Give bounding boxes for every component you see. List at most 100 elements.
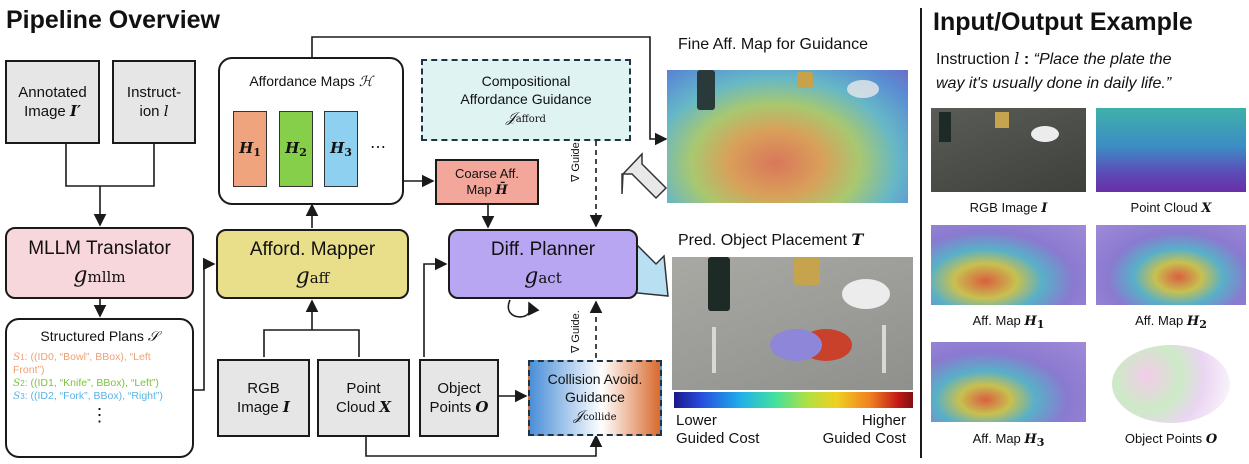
io-title: Input/Output Example [933, 8, 1193, 36]
point-cloud-box: Point Cloud X [317, 359, 410, 437]
annotated-line2: Image [24, 103, 66, 120]
example-caption-4: Aff. Map H2 [1135, 313, 1207, 331]
example-object-points [1112, 345, 1230, 423]
afford-guidance-var: 𝒥 [506, 109, 516, 126]
rgb-line1: RGB [247, 380, 280, 397]
pc-line1: Point [346, 380, 381, 397]
coarse-line2: Map [466, 181, 492, 197]
example-aff-map-3 [931, 342, 1086, 422]
example-rgb-image [931, 108, 1086, 192]
collision-sub: collide [583, 411, 617, 423]
example-aff-map-1 [931, 225, 1086, 305]
affordance-maps-title: Affordance Maps [249, 73, 355, 89]
example-caption-6: Object Points O [1124, 431, 1218, 447]
instruction-text-2: way it's usually done in daily life.” [936, 75, 1172, 92]
collision-line1: Collision Avoid. [547, 370, 643, 387]
coarse-line1: Coarse Aff. [454, 165, 520, 181]
bottle-shape [697, 70, 715, 110]
op-line1: Object [437, 380, 481, 397]
instruction-text-1: “Place the plate the [1033, 51, 1172, 68]
mllm-var: g [73, 263, 88, 288]
planner-sub: act [538, 269, 562, 287]
afford-guidance-line1: Compositional [481, 72, 571, 89]
example-point-cloud [1096, 108, 1246, 192]
afford-guidance-box: Compositional Affordance Guidance 𝒥affor… [421, 59, 631, 141]
instruction-prefix: Instruction [936, 51, 1010, 68]
collision-var: 𝒥 [573, 407, 584, 424]
object-points-box: Object Points O [419, 359, 499, 437]
afford-mapper-box: Afford. Mapper gaff [216, 229, 409, 299]
placement-image [672, 257, 913, 390]
instruction-colon: : [1023, 51, 1030, 68]
plans-ellipsis: ⋮ [90, 405, 109, 425]
afford-guidance-sub: afford [515, 113, 546, 125]
affordance-map-h3: H3 [324, 111, 358, 187]
mapper-sub: aff [309, 269, 330, 287]
io-instruction: Instruction l : “Place the plate the way… [936, 47, 1246, 96]
op-var: O [475, 398, 489, 416]
jar-shape [797, 72, 813, 88]
example-caption-1: RGB Image I [969, 200, 1048, 216]
instr-var: l [163, 102, 169, 120]
mllm-title: MLLM Translator [28, 238, 171, 259]
affordance-maps-ellipsis: ⋯ [370, 139, 386, 156]
instruction-box: Instruct- ion l [112, 60, 196, 144]
annotated-line1: Annotated [18, 84, 87, 101]
pc-var: X [379, 398, 391, 416]
instr-line1: Instruct- [126, 84, 182, 101]
bowl-shape [847, 80, 879, 98]
mllm-sub: mllm [87, 268, 126, 286]
op-line2: Points [429, 399, 472, 416]
example-caption-5: Aff. Map H3 [972, 431, 1045, 449]
planner-title: Diff. Planner [490, 239, 596, 260]
plan-item-2: S2: ((ID1, “Knife”, BBox), “Left”) [13, 377, 159, 389]
bottle-shape-2 [708, 257, 730, 311]
rgb-var: I [282, 398, 290, 416]
jar-shape-2 [794, 257, 820, 285]
structured-plans-box: Structured Plans 𝒮 S1: ((ID0, “Bowl”, BB… [5, 318, 194, 458]
coarse-var: H̄ [495, 182, 508, 198]
fork-shape [712, 327, 716, 373]
pc-line2: Cloud [335, 399, 376, 416]
annotated-image-box: Annotated Image I′ [5, 60, 100, 144]
planner-var: g [524, 264, 539, 289]
affordance-map-h2: H2 [279, 111, 313, 187]
instruction-var: l [1014, 49, 1020, 68]
affordance-maps-box: Affordance Maps ℋ H1 H2 H3 ⋯ [218, 57, 404, 205]
example-aff-map-2 [1096, 225, 1246, 305]
collision-guidance-box: Collision Avoid. Guidance 𝒥collide [528, 360, 662, 436]
pred-plate [770, 329, 822, 361]
plans-title: Structured Plans [40, 328, 144, 344]
rgb-line2: Image [237, 399, 279, 416]
guide-label-bottom: ∇ Guide. [570, 310, 582, 353]
instr-line2: ion [139, 103, 160, 120]
placement-title: Pred. Object Placement [678, 232, 847, 249]
bowl-shape-2 [842, 279, 890, 309]
mllm-translator-box: MLLM Translator gmllm [5, 227, 194, 299]
mapper-var: g [295, 264, 310, 289]
collision-line2: Guidance [565, 388, 625, 405]
affordance-maps-var: ℋ [358, 74, 373, 90]
mapper-title: Afford. Mapper [249, 239, 376, 260]
cost-colorbar [674, 392, 913, 408]
affordance-map-h1: H1 [233, 111, 267, 187]
fine-map-title: Fine Aff. Map for Guidance [678, 36, 869, 53]
example-caption-2: Point Cloud X [1130, 200, 1212, 216]
example-caption-3: Aff. Map H1 [972, 313, 1045, 331]
placement-var: T [851, 230, 864, 249]
guide-label-top: ∇ Guide. [570, 139, 582, 182]
pipeline-title: Pipeline Overview [6, 6, 220, 34]
plans-var: 𝒮 [147, 329, 159, 345]
fine-aff-map-image [667, 70, 908, 203]
plan-item-3: S3: ((ID2, “Fork”, BBox), “Right”) [13, 390, 163, 402]
diff-planner-box: Diff. Planner gact [448, 229, 638, 299]
knife-shape [882, 325, 886, 373]
coarse-aff-map-box: Coarse Aff. Map H̄ [435, 159, 539, 205]
rgb-image-box: RGB Image I [217, 359, 310, 437]
afford-guidance-line2: Affordance Guidance [460, 90, 592, 107]
annotated-var: I′ [69, 102, 81, 120]
